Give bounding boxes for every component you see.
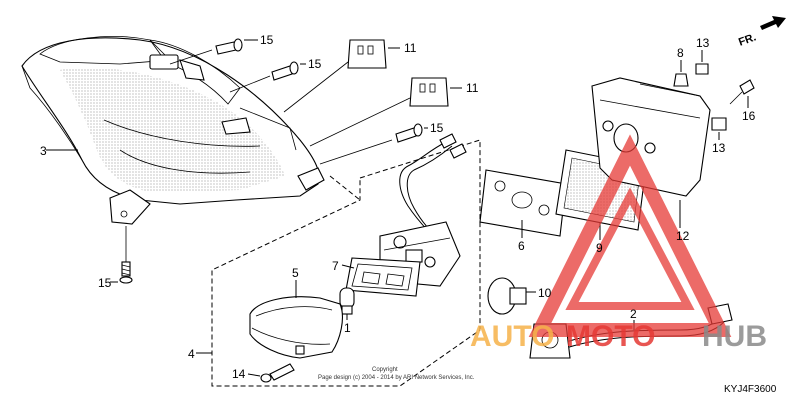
watermark: AUTO MOTO HUB [470,134,767,353]
reflector-gasket-6 [479,169,567,238]
copyright-line-1: Copyright [372,367,398,373]
nut-13-lower [711,117,727,140]
callout-2: 2 [630,307,637,321]
front-arrow-icon [760,16,786,30]
callout-15-top-3: 15 [430,121,444,135]
screw-16 [729,79,755,108]
callout-15-lower: 15 [98,276,112,290]
copyright-line-2: Page design (c) 2004 - 2014 by ARI Netwo… [318,375,475,381]
callout-10: 10 [538,286,552,300]
callout-15-top-2: 15 [308,57,322,71]
screw-15-top-2 [271,61,306,81]
bulb-1 [339,287,355,320]
tail-lamp-housing [21,36,325,225]
grommet-11-upper [347,39,400,69]
callout-15-top-1: 15 [260,33,274,47]
callout-16: 16 [742,109,756,123]
license-light-assembly-outline [211,139,481,387]
callout-1: 1 [344,321,351,335]
front-direction-label: FR. [737,31,758,48]
callout-4: 4 [188,347,195,361]
screw-15-lower [110,226,133,284]
watermark-text-moto: MOTO [566,320,655,353]
screw-15-top-3 [395,123,428,143]
callout-3: 3 [40,144,47,158]
screw-15-top-1 [215,38,258,55]
bulb-10 [487,277,536,315]
diagram-code: KYJ4F3600 [724,384,777,395]
callout-7: 7 [332,259,339,273]
nut-13-upper [695,50,709,75]
license-lens-5 [249,280,343,359]
nut-8 [673,60,689,87]
gasket-7 [341,257,421,297]
callout-11-lower: 11 [466,81,479,95]
callout-8: 8 [677,46,684,60]
watermark-text-hub: HUB [702,320,767,353]
screw-14 [247,363,295,383]
callout-5: 5 [292,266,299,280]
callout-9: 9 [596,241,603,255]
callout-11-upper: 11 [404,41,417,55]
grommet-11-lower [409,77,462,107]
callout-13-upper: 13 [696,36,710,50]
watermark-text-auto: AUTO [470,320,554,353]
callout-6: 6 [518,239,525,253]
callout-13-lower: 13 [712,141,726,155]
callout-14: 14 [232,367,246,381]
callout-12: 12 [676,229,690,243]
front-direction-indicator: FR. [737,16,786,49]
